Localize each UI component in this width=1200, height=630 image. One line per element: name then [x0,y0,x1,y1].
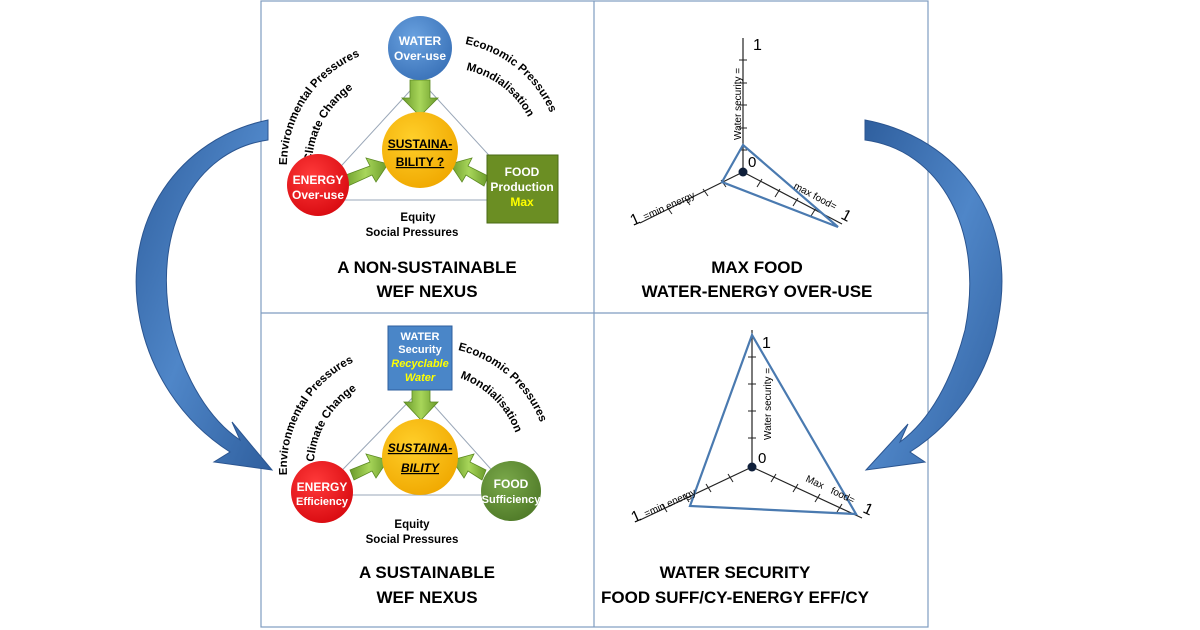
water-axis-label: Water security = [763,368,774,440]
energy-node [291,461,353,523]
axis-energy [639,171,744,224]
svg-text:Environmental Pressures: Environmental Pressures [278,48,361,165]
energy-to-center-arrow [342,157,389,187]
pressure-environmental: Environmental Pressures [278,48,361,165]
water-node-label: WATER [401,331,440,343]
energy-node-label: ENERGY [297,480,348,494]
water-to-center-arrow [401,79,439,117]
food-node [481,461,541,521]
caption-line-1: WATER SECURITY [660,563,811,582]
pressure-social: Social Pressures [366,534,459,546]
panel-sustainable: Environmental Pressures Climate Change E… [278,325,549,607]
axis-ticks [661,356,843,513]
sustainability-label-1: SUSTAINA- [388,441,452,455]
left-transition-arrow [135,119,274,471]
sustainability-node [382,419,458,495]
energy-node-sub: Efficiency [296,496,349,508]
caption-line-1: A SUSTAINABLE [359,563,495,582]
sustainability-label-2: BILITY ? [396,155,444,169]
axis-energy [639,466,753,521]
water-node-label: WATER [399,34,442,48]
energy-axis-label: =min energy [642,190,697,223]
caption-line-1: MAX FOOD [711,258,803,277]
water-node [387,325,453,391]
axis-food [751,466,863,519]
panel-grid [260,0,929,628]
water-node [388,16,452,80]
radar-triangle [720,143,839,229]
food-max-label: 1 [860,500,875,519]
radar-triangle [688,332,858,516]
pressure-equity: Equity [400,212,436,224]
water-node-water: Water [405,372,436,384]
origin-dot [738,167,748,177]
nexus-triangle [308,79,532,201]
sustainability-node [382,112,458,188]
energy-node-sub: Over-use [292,188,344,202]
energy-max-label: 1 [628,210,643,229]
water-axis-label: Water security = [733,68,744,140]
caption-line-2: WEF NEXUS [376,282,477,301]
water-max-label: 1 [762,335,771,352]
food-node-sub: Sufficiency [482,494,542,506]
water-max-label: 1 [753,37,762,54]
food-to-center-arrow [451,453,487,481]
sustainability-label-1: SUSTAINA- [388,137,452,151]
food-node [486,154,559,224]
food-node-label: FOOD [505,165,540,179]
caption-line-2: WATER-ENERGY OVER-USE [642,282,873,301]
water-node-sub: Over-use [394,49,446,63]
sustainability-label-2: BILITY [401,461,440,475]
origin-label: 0 [758,450,766,467]
food-node-max: Max [510,195,534,209]
panel-maxfood: 1 0 Water security = 1 =min energy max f… [628,37,873,301]
caption-line-1: A NON-SUSTAINABLE [337,258,516,277]
axis-ticks [666,59,817,217]
water-node-recyclable: Recyclable [391,358,448,370]
energy-axis-label: =min energy [643,487,698,520]
energy-node-label: ENERGY [293,173,344,187]
caption-line-2: WEF NEXUS [376,588,477,607]
water-to-center-arrow [403,385,439,421]
right-transition-arrow [864,119,1003,471]
food-node-sub: Production [490,180,553,194]
caption-line-2: FOOD SUFF/CY-ENERGY EFF/CY [601,588,870,607]
pressure-equity: Equity [394,519,430,531]
energy-max-label: 1 [629,507,644,526]
panel-watersecurity: 1 0 Water security = 1 =min energy Max f… [601,330,876,607]
origin-dot [747,462,757,472]
food-axis-label-a: Max [804,474,826,492]
water-node-sub: Security [398,344,442,356]
energy-to-center-arrow [349,453,389,481]
pressure-social: Social Pressures [366,227,459,239]
food-node-label: FOOD [494,477,529,491]
nexus-triangle [316,389,516,496]
panel-nonsustainable: Environmental Pressures Climate Change E… [278,16,559,301]
food-to-center-arrow [449,157,489,187]
energy-node [287,154,349,216]
origin-label: 0 [748,154,756,171]
